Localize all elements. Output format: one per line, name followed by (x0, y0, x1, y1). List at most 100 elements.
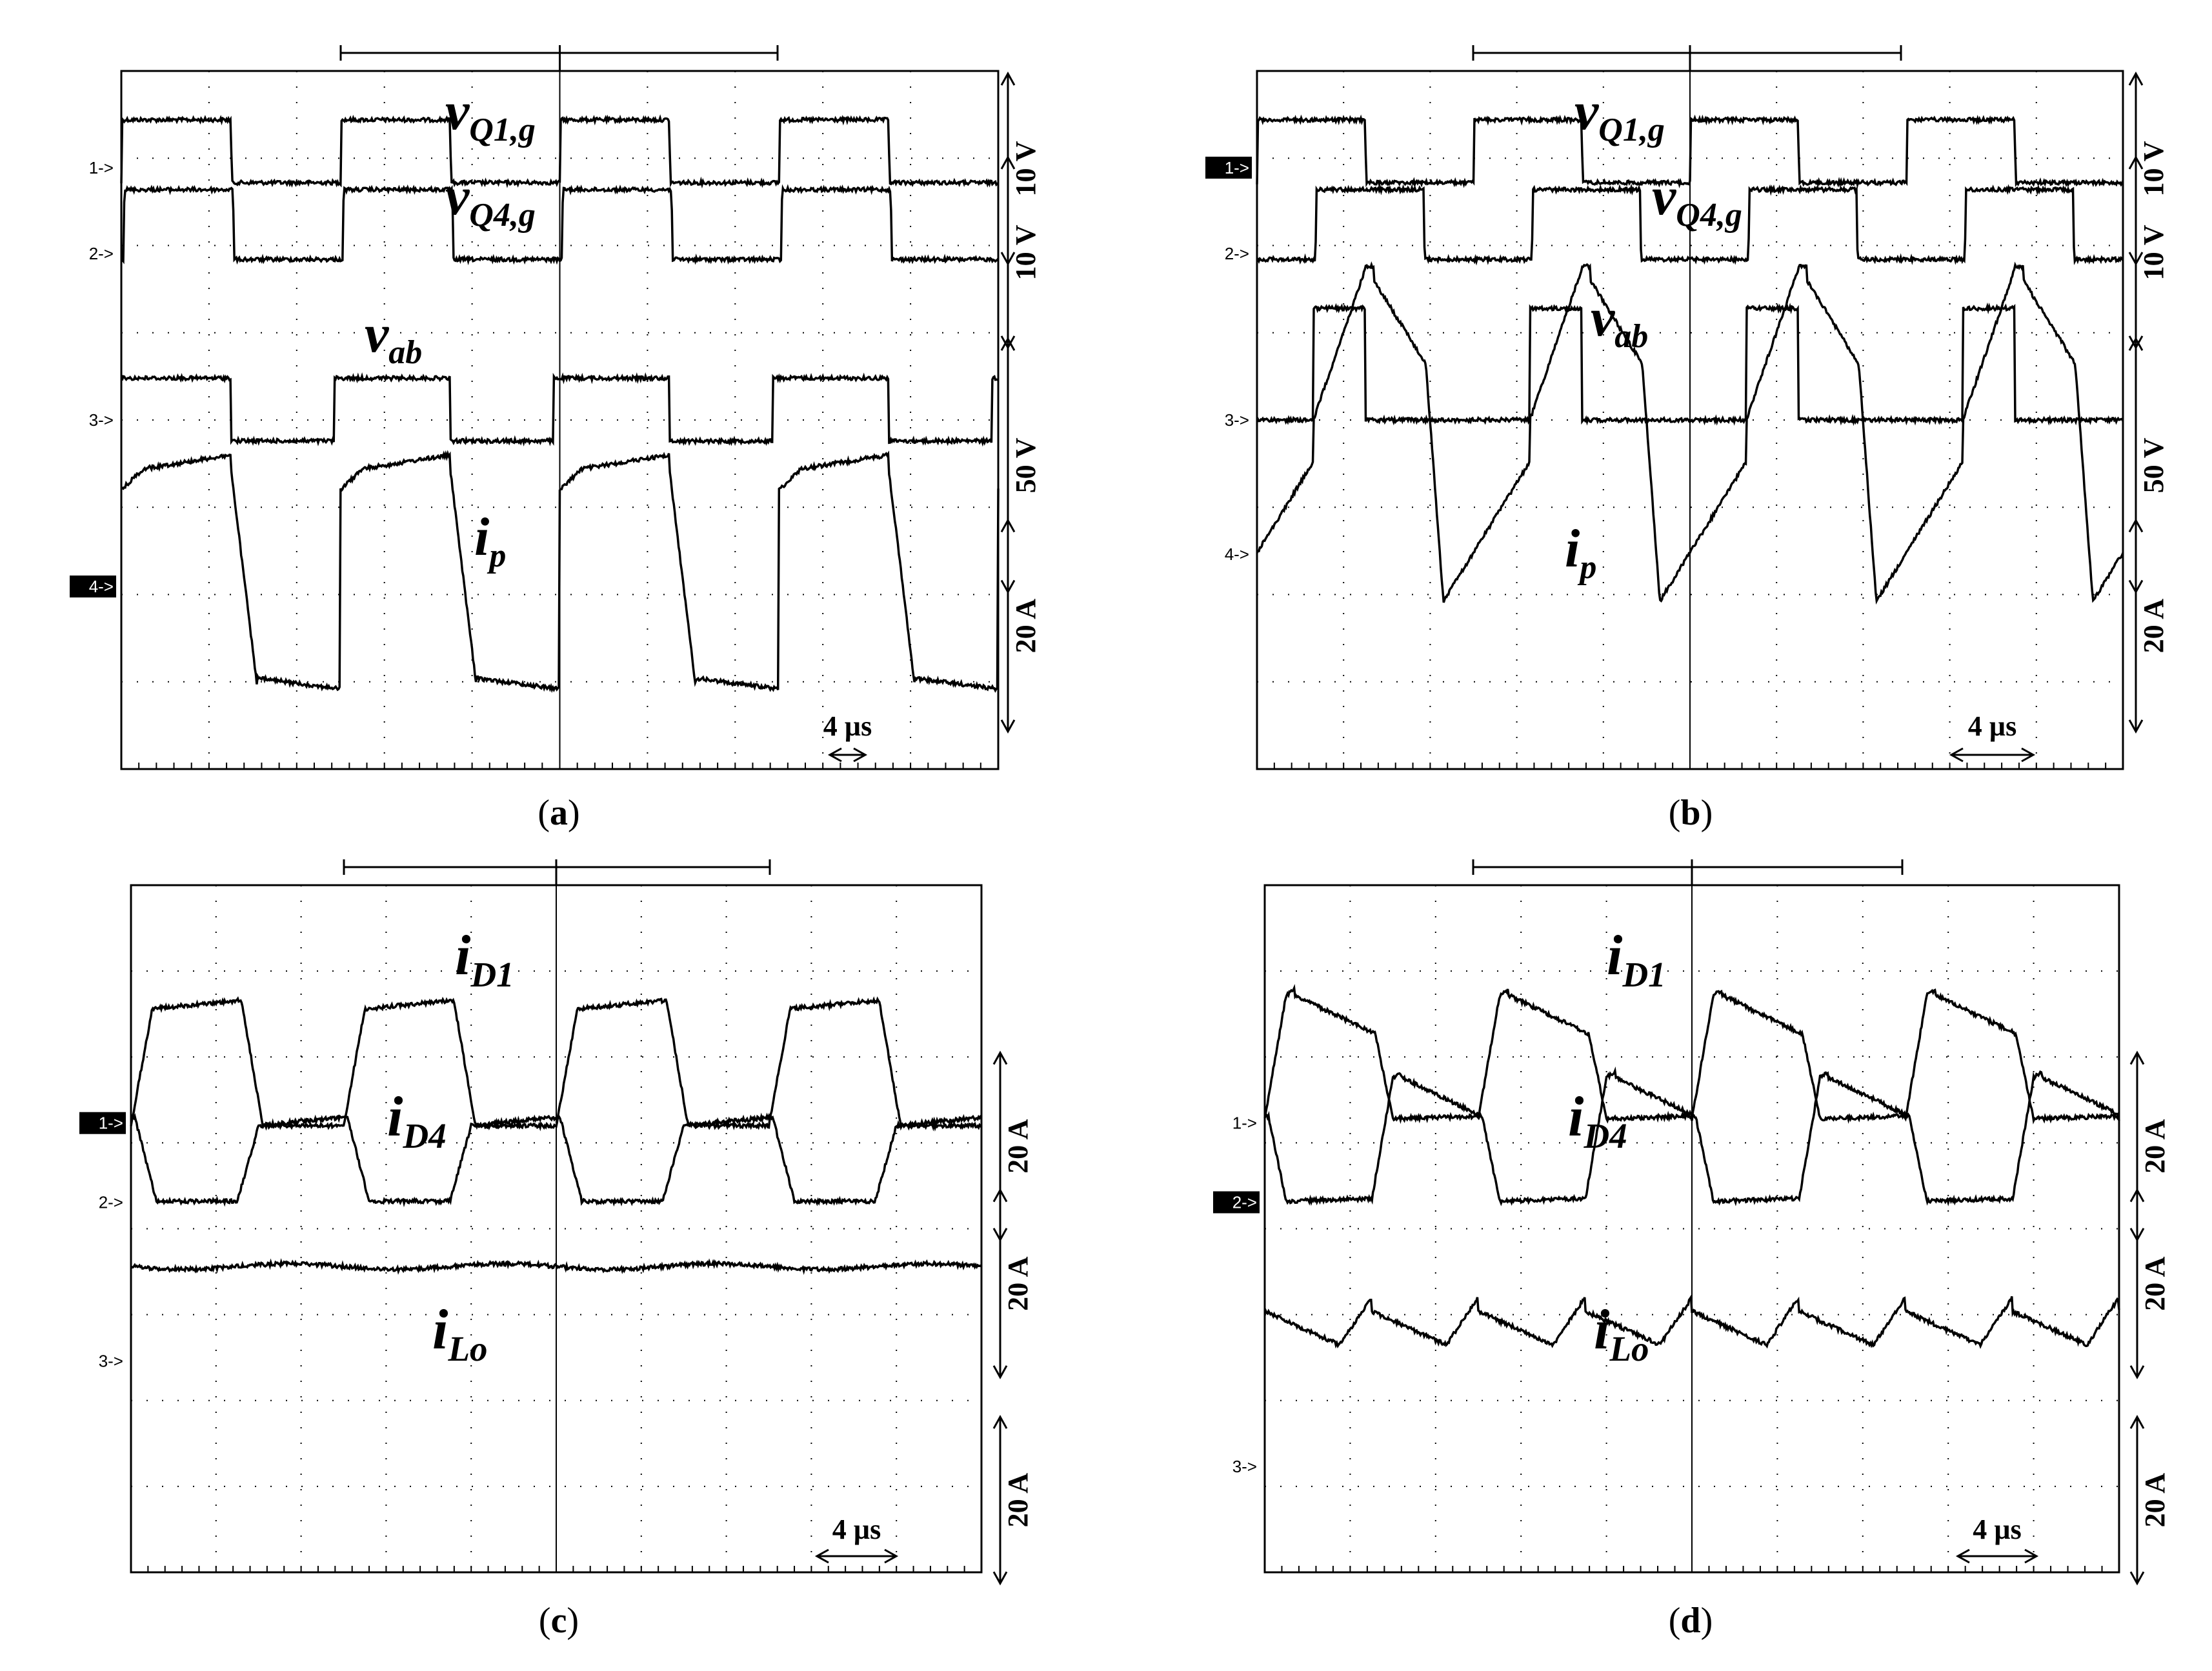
scale-bar-2: 20 A (992, 1188, 1034, 1379)
signal-label: vab (1591, 288, 1648, 355)
channel-marker-label: 3-> (99, 1351, 123, 1370)
signal-label-main: i (432, 1299, 448, 1361)
signal-label: ip (1565, 519, 1596, 586)
signal-label: ip (474, 507, 506, 574)
channel-marker-label: 3-> (1232, 1457, 1257, 1476)
signal-label: iD4 (387, 1086, 447, 1156)
time-scale-arrow-left (827, 747, 842, 763)
panel-caption-letter: c (551, 1601, 567, 1641)
scale-bar-arrow-up (992, 1050, 1008, 1065)
scale-bar-3: 20 A (2129, 1414, 2171, 1586)
scale-bar-arrow-up (992, 1414, 1008, 1429)
channel-marker-4: 4-> (1225, 545, 1249, 564)
waveform-v-ab (121, 372, 999, 447)
channel-marker-1: 1-> (79, 1112, 126, 1134)
channel-marker-bg (1213, 1191, 1260, 1214)
channel-marker-3: 3-> (89, 410, 114, 430)
trigger-bracket (1472, 859, 1904, 885)
scale-bar-arrow-up (2129, 1050, 2145, 1065)
panel-caption-letter: b (1680, 793, 1700, 833)
waveform-i-Lo (1263, 1294, 2120, 1349)
panel-caption: (d) (1669, 1601, 1713, 1641)
signal-label-main: v (365, 304, 390, 364)
channel-marker-2: 2-> (1213, 1191, 1260, 1214)
scale-label: 20 A (2139, 1119, 2171, 1174)
waveform-i-Lo (130, 1258, 983, 1276)
signal-label-sub: D4 (402, 1116, 446, 1156)
scale-bar-arrow-up (1000, 71, 1016, 86)
signal-label: vab (365, 304, 422, 371)
signal-label-main: i (1568, 1086, 1584, 1148)
time-scale-arrow-right (884, 1548, 899, 1564)
channel-marker-2: 2-> (1225, 244, 1249, 263)
signal-label: vQ1,g (1574, 81, 1665, 148)
channel-marker-3: 3-> (99, 1351, 123, 1370)
panel-caption: (c) (539, 1601, 579, 1641)
time-scale: 4 µs (823, 710, 872, 763)
signal-label-main: i (474, 507, 489, 567)
time-scale: 4 µs (1955, 1514, 2039, 1564)
scale-bar-arrow-up (2128, 71, 2144, 86)
signal-label: iLo (1594, 1299, 1649, 1368)
signal-label-main: v (445, 166, 470, 226)
time-scale-arrow-left (1949, 747, 1964, 763)
time-scale-arrow-left (814, 1548, 829, 1564)
time-scale-label: 4 µs (1973, 1514, 2021, 1545)
time-scale: 4 µs (1949, 710, 2036, 763)
channel-marker-4: 4-> (70, 575, 116, 598)
signal-label: vQ4,g (1652, 166, 1742, 234)
signal-label-sub: Lo (447, 1329, 487, 1368)
scale-label: 20 A (2139, 1256, 2171, 1311)
signal-label-main: i (1565, 519, 1580, 579)
scale-bar-arrow-up (1000, 337, 1016, 351)
channel-marker-label: 4-> (1225, 545, 1249, 564)
panel-caption-letter: d (1680, 1601, 1700, 1641)
time-scale: 4 µs (814, 1514, 899, 1564)
trigger-bracket (339, 45, 779, 71)
signal-label: iD1 (455, 925, 514, 994)
scale-bar-arrow-up (992, 1188, 1008, 1203)
scale-label: 20 A (2138, 599, 2169, 654)
channel-marker-bg (70, 575, 116, 598)
channel-marker-bg (1205, 156, 1252, 179)
channel-marker-1: 1-> (1232, 1114, 1257, 1133)
panel-caption: (a) (538, 793, 579, 833)
waveform-v-Q4,g (120, 184, 1000, 266)
signal-label: iD4 (1568, 1086, 1627, 1156)
signal-label-main: v (1574, 81, 1600, 141)
scale-bar-3: 20 A (992, 1414, 1034, 1586)
waveform-v-Q1,g (120, 114, 1000, 189)
waveform-v-Q1,g (1256, 114, 2124, 189)
scale-bar-arrow-up (2129, 1414, 2145, 1429)
scale-bar-arrow-up (2128, 337, 2144, 351)
channel-marker-label: 2-> (89, 244, 114, 263)
scale-bar-arrow-up (2128, 518, 2144, 533)
signal-label-sub: ab (388, 334, 422, 371)
signal-label-main: i (387, 1086, 403, 1148)
time-scale-arrow-right (853, 747, 868, 763)
signal-label: vQ4,g (445, 166, 536, 234)
scale-bar-arrow-down (2129, 1365, 2145, 1379)
panel-caption: (b) (1669, 793, 1713, 833)
scale-bar-arrow-up (2129, 1188, 2145, 1203)
scale-label: 20 A (1002, 1473, 1034, 1528)
scale-bar-4: 20 A (1000, 518, 1041, 734)
signal-label: vQ1,g (445, 81, 536, 148)
waveform-i-D1 (1263, 984, 2120, 1125)
scale-label: 50 V (2138, 437, 2169, 493)
channel-marker-label: 1-> (99, 1114, 123, 1133)
waveform-v-Q4,g (1256, 183, 2124, 266)
scale-label: 20 A (1002, 1119, 1034, 1174)
scale-bar-arrow-up (2128, 155, 2144, 170)
signal-label-sub: D1 (1622, 955, 1665, 994)
scale-bar-2: 10 V (1000, 155, 1041, 350)
waveform-i-D4 (1263, 1066, 2120, 1206)
channel-marker-label: 3-> (1225, 410, 1249, 430)
channel-marker-label: 2-> (99, 1192, 123, 1212)
scale-bar-arrow-up (1000, 155, 1016, 170)
time-scale-label: 4 µs (823, 710, 872, 742)
